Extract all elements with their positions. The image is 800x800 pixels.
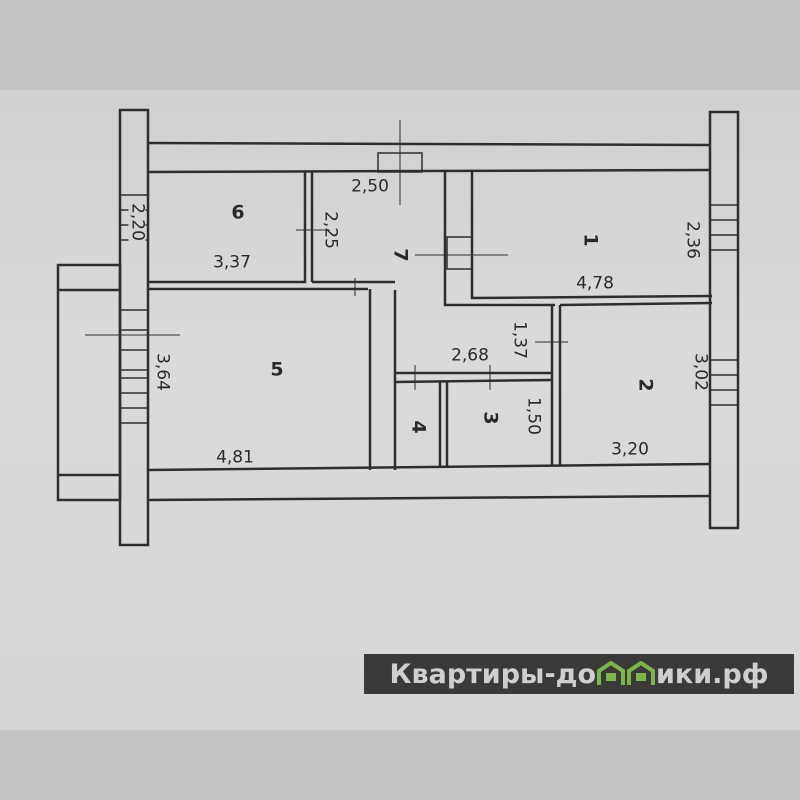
room-3-width: 1,50: [523, 397, 544, 435]
room-5-width: 3,64: [152, 353, 173, 391]
room-2-number: 2: [634, 378, 657, 392]
room-7-number: 7: [389, 248, 412, 262]
room-6-walls: [148, 172, 307, 284]
bottom-wall-inner: [147, 462, 711, 472]
room-6-width: 2,20: [127, 203, 148, 241]
balcony: [56, 263, 122, 502]
room-2-length: 3,20: [611, 439, 649, 460]
house-logo-icon: [597, 661, 656, 687]
watermark-text-after: ики.рф: [656, 658, 769, 690]
left-wall: [118, 108, 150, 547]
top-wall-inner: [147, 168, 711, 174]
room-7-width: 2,25: [320, 211, 341, 249]
room-7-length: 2,50: [351, 176, 389, 197]
room-1-length: 4,78: [576, 273, 614, 294]
room-4-number: 4: [407, 420, 430, 434]
top-wall-outer: [147, 141, 711, 147]
watermark-text-before: Квартиры-до: [389, 658, 597, 690]
bottom-wall-outer: [147, 494, 711, 502]
room-3-number: 3: [479, 411, 502, 425]
room-1-walls: [443, 172, 555, 307]
room-5-length: 4,81: [216, 447, 254, 468]
room-1-number: 1: [579, 233, 602, 247]
corridor-width: 1,37: [509, 321, 530, 359]
corridor-length: 2,68: [451, 345, 489, 366]
room-6-number: 6: [231, 201, 245, 224]
room-6-length: 3,37: [213, 252, 251, 273]
room-2-width: 3,02: [690, 353, 711, 391]
watermark: Квартиры-до ики.рф: [364, 654, 794, 694]
room-1-width: 2,36: [682, 221, 703, 259]
dimension-lines: [85, 120, 568, 390]
right-wall: [708, 110, 740, 530]
room-5-number: 5: [270, 358, 284, 381]
